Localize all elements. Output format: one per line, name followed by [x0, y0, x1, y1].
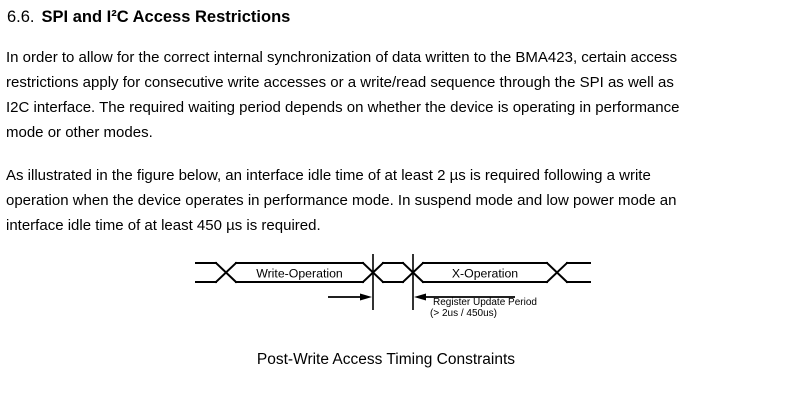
right-measure-arrow-icon	[414, 293, 515, 301]
figure-caption: Post-Write Access Timing Constraints	[256, 351, 516, 368]
bus-waveform-path	[195, 261, 591, 284]
section-number: 6.6.	[7, 8, 35, 26]
measurement-boundary-lines	[372, 254, 414, 310]
paragraph-line: I2C interface. The required waiting peri…	[6, 99, 680, 116]
section-title: SPI and I²C Access Restrictions	[41, 8, 291, 26]
timing-diagram-figure: Write-Operation X-Operation Register Upd…	[195, 254, 591, 319]
paragraph-line: In order to allow for the correct intern…	[6, 49, 678, 66]
section-heading: 6.6. SPI and I²C Access Restrictions	[7, 8, 290, 27]
paragraph-line: restrictions apply for consecutive write…	[6, 74, 674, 91]
body-paragraph-1: In order to allow for the correct intern…	[6, 45, 801, 145]
paragraph-line: interface idle time of at least 450 µs i…	[6, 217, 321, 234]
left-measure-arrow-icon	[328, 293, 372, 301]
paragraph-line: mode or other modes.	[6, 124, 153, 141]
annotation-duration: (> 2us / 450us)	[430, 308, 497, 319]
bus-label-write-operation: Write-Operation	[256, 267, 343, 281]
body-paragraph-2: As illustrated in the figure below, an i…	[6, 163, 801, 238]
paragraph-line: operation when the device operates in pe…	[6, 192, 677, 209]
annotation-register-update-period: Register Update Period	[433, 297, 537, 308]
paragraph-line: As illustrated in the figure below, an i…	[6, 167, 651, 184]
bus-label-x-operation: X-Operation	[452, 267, 518, 281]
